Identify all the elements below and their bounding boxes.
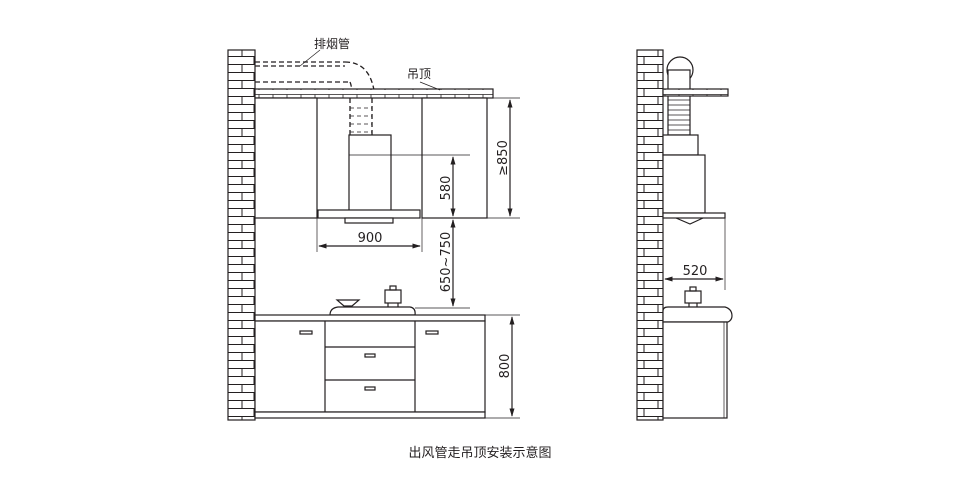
dim-hood-width: 900 (358, 231, 383, 246)
front-view: 排烟管 吊顶 ≥850 580 650~750 900 (227, 36, 520, 421)
dim-hood-to-stove: 650~750 (439, 232, 454, 293)
ceiling-slab-side (662, 88, 729, 97)
label-exhaust-pipe: 排烟管 (314, 36, 350, 51)
base-cabinet-side (662, 306, 733, 419)
dim-counter-height: 800 (498, 354, 513, 379)
stove (329, 285, 416, 316)
dim-hood-height: 580 (439, 176, 454, 201)
pot-side (684, 286, 702, 307)
ceiling-slab (254, 88, 494, 99)
diagram-caption: 出风管走吊顶安装示意图 (408, 445, 551, 461)
upper-cabinet-right (421, 97, 488, 219)
side-view: 520 (636, 49, 733, 421)
range-hood (317, 134, 421, 224)
dim-cabinet-to-ceiling: ≥850 (496, 140, 511, 176)
upper-cabinet-left (254, 97, 318, 219)
brick-wall-side (636, 49, 664, 421)
dim-hood-depth: 520 (683, 264, 708, 279)
base-cabinet (254, 314, 486, 419)
range-hood-side (662, 154, 706, 214)
label-ceiling: 吊顶 (407, 67, 431, 81)
brick-wall (227, 49, 256, 421)
